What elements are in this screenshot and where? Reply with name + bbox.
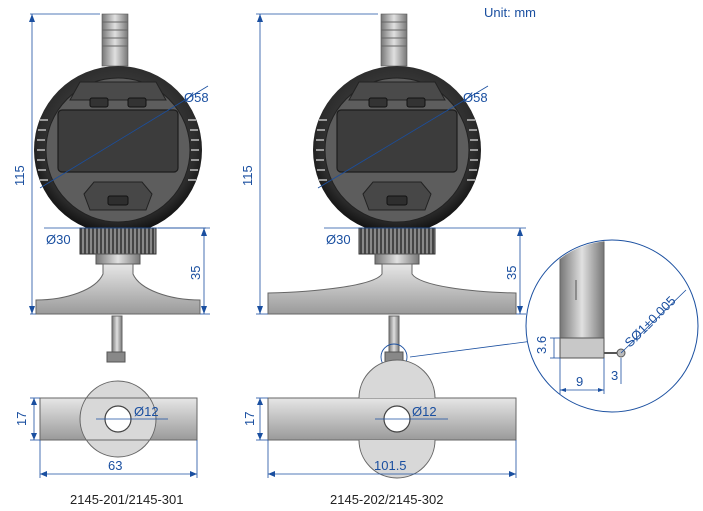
detail-circle: [525, 239, 699, 413]
base-thickness-right: 17: [242, 412, 257, 426]
dial-diameter-left: Ø58: [184, 90, 209, 105]
button-left-1: [89, 97, 109, 108]
button-right-1: [368, 97, 388, 108]
dimension-arrows-left: [29, 14, 207, 314]
base-side-left: [35, 263, 201, 315]
top-stem-grooves-left: [102, 21, 128, 47]
overall-height-left: 115: [12, 165, 27, 186]
caption-right: 2145-202/2145-302: [330, 492, 444, 507]
base-width-left: 63: [108, 458, 122, 473]
hole-diameter-left: Ø12: [134, 404, 159, 419]
button-right-2: [406, 97, 426, 108]
top-buttons-right: [348, 81, 446, 101]
dial-diameter-right: Ø58: [463, 90, 488, 105]
detail-view: [525, 239, 699, 413]
bottom-button-left: [107, 195, 129, 206]
caption-left: 2145-201/2145-301: [70, 492, 184, 507]
button-left-2: [127, 97, 147, 108]
top-stem-left: [101, 13, 129, 67]
detail-leader-line: [409, 338, 549, 358]
base-width-right: 101.5: [374, 458, 407, 473]
base-height-left: 35: [188, 266, 203, 280]
gauge-left: [34, 13, 202, 363]
hole-diameter-right: Ø12: [412, 404, 437, 419]
probe-tip-left: [106, 351, 126, 363]
dial-side-ticks-left: [37, 119, 199, 181]
base-thickness-left: 17: [14, 412, 29, 426]
detail-probe-foot: [559, 337, 605, 359]
base-height-right: 35: [504, 266, 519, 280]
base-side-right: [267, 263, 517, 315]
detail-tip-height: 3.6: [534, 336, 549, 354]
bottom-button-right: [386, 195, 408, 206]
collar-neck-left: [95, 253, 141, 265]
detail-probe-shaft: [559, 241, 605, 339]
dimensions-left: [30, 13, 210, 315]
dimensions-right: [256, 13, 526, 315]
stem-diameter-right: Ø30: [326, 232, 351, 247]
base-dims-right: [256, 397, 517, 478]
detail-tip-width: 9: [576, 374, 583, 389]
stem-diameter-left: Ø30: [46, 232, 71, 247]
top-buttons-left: [69, 81, 167, 101]
gauge-right: [267, 13, 549, 371]
overall-height-right: 115: [240, 165, 255, 186]
collar-neck-right: [374, 253, 420, 265]
top-stem-right: [380, 13, 408, 67]
knurled-collar-right: [358, 227, 436, 255]
unit-label: Unit: mm: [484, 5, 536, 20]
knurled-collar-left: [79, 227, 157, 255]
detail-ball-offset: 3: [611, 368, 618, 383]
